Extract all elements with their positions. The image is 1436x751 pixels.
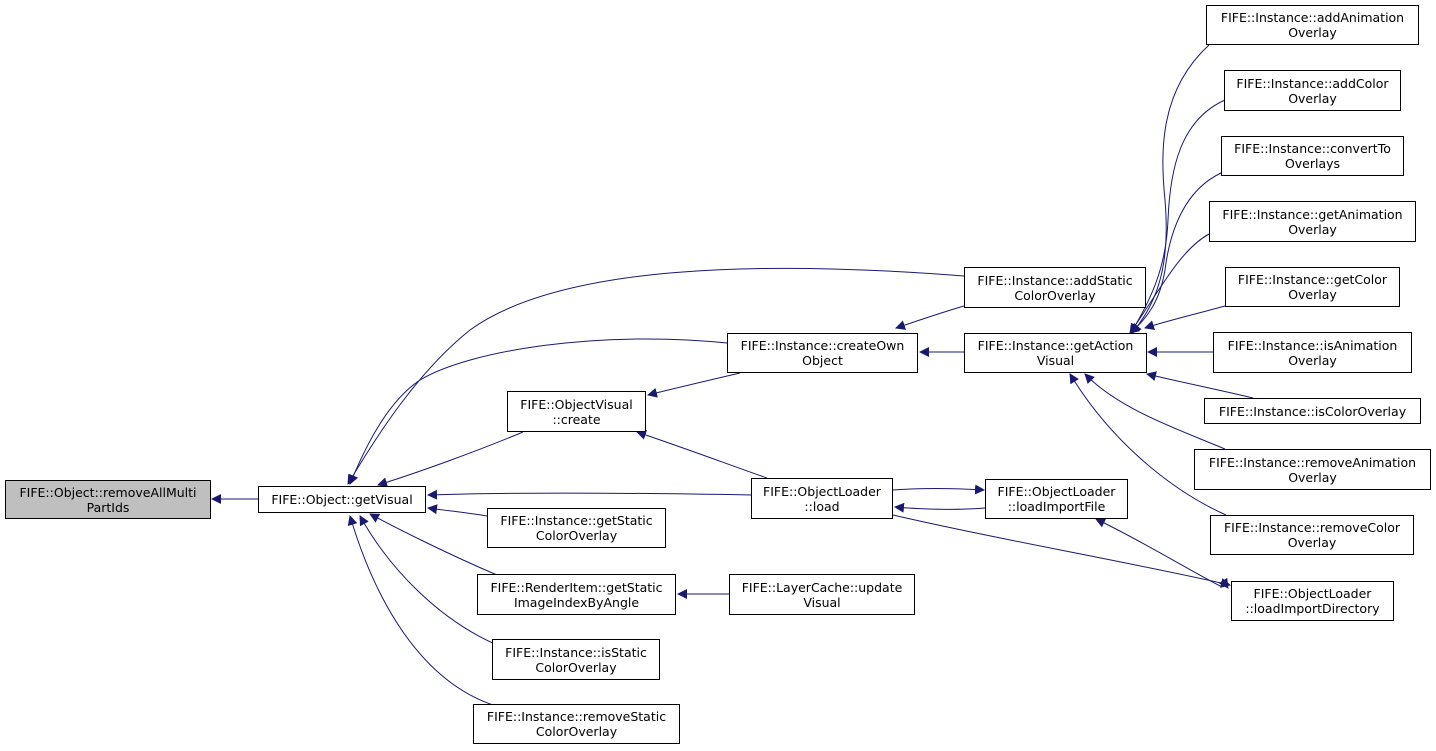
node-label-line1: FIFE::Object::getVisual: [271, 492, 413, 507]
edge-addColorOverlay-to-getActionVisual: [1130, 99, 1226, 334]
edge-getStaticColorOverlay-to-getVisual: [427, 504, 488, 517]
node-label-line2: PartIds: [86, 499, 130, 515]
node-create-own-object[interactable]: FIFE::Instance::createOwn Object: [727, 333, 918, 373]
node-label-line2: Object: [802, 353, 843, 368]
node-label-line2: Overlays: [1284, 156, 1341, 171]
node-label-line1: FIFE::Instance::getAction: [977, 338, 1134, 353]
node-label-line2: ColorOverlay: [1014, 287, 1096, 303]
edge-olLoad-to-getVisual: [427, 489, 752, 500]
node-label-line1: FIFE::Instance::removeAnimation: [1208, 454, 1417, 470]
node-label-line1: FIFE::ObjectLoader: [763, 483, 881, 499]
edge-createOwnObject-to-getVisual: [348, 338, 728, 485]
node-label-line1: FIFE::Instance::isColorOverlay: [1218, 403, 1407, 419]
edge-addStaticColorOverlay-to-createOwnObject: [895, 305, 965, 330]
node-add-animation-overlay[interactable]: FIFE::Instance::addAnimation Overlay: [1206, 5, 1419, 45]
node-label-line1: FIFE::Instance::createOwn: [740, 338, 905, 353]
node-render-item-get-static-image-index[interactable]: FIFE::RenderItem::getStatic ImageIndexBy…: [477, 574, 676, 615]
node-is-animation-overlay[interactable]: FIFE::Instance::isAnimation Overlay: [1213, 332, 1412, 373]
edge-renderItem-to-getVisual: [369, 513, 498, 576]
node-label-line1: FIFE::Instance::removeColor: [1223, 520, 1401, 535]
edge-loadImportDirectory-to-loadImportFile: [1095, 518, 1223, 588]
node-label-line2: ColorOverlay: [535, 659, 617, 675]
node-label-line2: Overlay: [1288, 352, 1337, 368]
node-label-line1: FIFE::Instance::isStatic: [505, 644, 647, 660]
node-convert-to-overlays[interactable]: FIFE::Instance::convertTo Overlays: [1221, 136, 1404, 176]
node-remove-static-color-overlay[interactable]: FIFE::Instance::removeStatic ColorOverla…: [473, 704, 680, 744]
node-object-loader-load[interactable]: FIFE::ObjectLoader ::load: [751, 478, 893, 519]
node-label-line1: FIFE::Instance::getStatic: [500, 513, 653, 528]
node-label-line1: FIFE::Object::removeAllMulti: [19, 484, 197, 500]
node-add-color-overlay[interactable]: FIFE::Instance::addColor Overlay: [1224, 70, 1401, 111]
node-label-line1: FIFE::RenderItem::getStatic: [490, 579, 663, 595]
node-get-visual[interactable]: FIFE::Object::getVisual: [258, 486, 426, 513]
node-label-line1: FIFE::Instance::isAnimation: [1227, 337, 1398, 353]
node-label-line2: ::create: [552, 411, 601, 427]
node-label-line1: FIFE::Instance::removeStatic: [486, 709, 667, 724]
node-label-line2: ::load: [804, 498, 840, 514]
edge-addStaticColorOverlay-to-getVisual: [347, 267, 965, 485]
edge-loadImportFile-to-olLoad: [894, 502, 986, 513]
node-label-line1: FIFE::Instance::addStatic: [977, 272, 1133, 288]
node-label-line2: ColorOverlay: [535, 724, 618, 739]
node-label-line1: FIFE::ObjectVisual: [520, 396, 633, 412]
edge-removeColorOverlay-to-getActionVisual: [1069, 373, 1227, 516]
node-label-line2: ::loadImportDirectory: [1245, 601, 1380, 616]
edge-olLoad-to-loadImportFile: [892, 484, 985, 495]
node-label-line2: Overlay: [1287, 535, 1337, 550]
node-label-line2: ::loadImportFile: [1007, 499, 1106, 514]
edge-removeStaticColorOverlay-to-getVisual: [347, 515, 494, 706]
node-is-static-color-overlay[interactable]: FIFE::Instance::isStatic ColorOverlay: [492, 639, 660, 680]
edge-isStaticColorOverlay-to-getVisual: [359, 515, 498, 646]
node-load-import-directory[interactable]: FIFE::ObjectLoader ::loadImportDirectory: [1231, 581, 1394, 621]
node-label-line1: FIFE::ObjectLoader: [997, 484, 1116, 499]
node-label-line1: FIFE::Instance::getAnimation: [1222, 206, 1403, 222]
node-add-static-color-overlay[interactable]: FIFE::Instance::addStatic ColorOverlay: [964, 267, 1146, 308]
edge-isColorOverlay-to-getActionVisual: [1146, 371, 1254, 399]
node-is-color-overlay[interactable]: FIFE::Instance::isColorOverlay: [1204, 398, 1421, 424]
edge-createOwnObject-to-ovCreate: [647, 372, 741, 398]
node-remove-color-overlay[interactable]: FIFE::Instance::removeColor Overlay: [1210, 515, 1414, 555]
node-get-static-color-overlay[interactable]: FIFE::Instance::getStatic ColorOverlay: [487, 508, 666, 548]
node-label-line1: FIFE::Instance::getColor: [1237, 272, 1388, 287]
node-label-line2: Visual: [803, 594, 841, 610]
node-get-action-visual[interactable]: FIFE::Instance::getAction Visual: [964, 333, 1147, 373]
node-label-line1: FIFE::LayerCache::update: [741, 579, 903, 595]
node-label-line2: Overlay: [1288, 90, 1337, 106]
node-label-line1: FIFE::Instance::addAnimation: [1220, 10, 1405, 25]
edge-getAnimationOverlay-to-getActionVisual: [1129, 233, 1210, 334]
edge-olLoad-to-ovCreate: [636, 430, 768, 479]
node-get-color-overlay[interactable]: FIFE::Instance::getColor Overlay: [1225, 267, 1400, 307]
node-label-line2: Overlay: [1288, 221, 1337, 237]
edge-getColorOverlay-to-getActionVisual: [1144, 305, 1226, 331]
node-label-line2: ColorOverlay: [535, 528, 618, 543]
node-object-visual-create[interactable]: FIFE::ObjectVisual ::create: [507, 391, 646, 432]
node-label-line1: FIFE::Instance::addColor: [1236, 75, 1389, 91]
edge-olLoad-to-loadImportDirectory: [892, 514, 1231, 588]
node-label-line1: FIFE::ObjectLoader: [1253, 586, 1372, 601]
node-label-line2: Overlay: [1288, 287, 1337, 302]
node-load-import-file[interactable]: FIFE::ObjectLoader ::loadImportFile: [985, 479, 1128, 519]
node-label-line2: Overlay: [1288, 25, 1337, 40]
node-get-animation-overlay[interactable]: FIFE::Instance::getAnimation Overlay: [1209, 201, 1416, 242]
edge-ovCreate-to-getVisual: [377, 431, 524, 488]
edge-convertToOverlays-to-getActionVisual: [1129, 172, 1222, 334]
node-remove-animation-overlay[interactable]: FIFE::Instance::removeAnimation Overlay: [1194, 449, 1431, 490]
edge-loadImportDirectory-to-getActionVisual: [1218, 577, 1229, 589]
node-layer-cache-update-visual[interactable]: FIFE::LayerCache::update Visual: [729, 574, 915, 615]
node-label-line2: ImageIndexByAngle: [513, 594, 640, 610]
node-label-line2: Visual: [1036, 353, 1075, 368]
node-remove-all-multi-part-ids: FIFE::Object::removeAllMulti PartIds: [5, 480, 211, 519]
node-label-line1: FIFE::Instance::convertTo: [1234, 141, 1391, 156]
node-label-line2: Overlay: [1288, 469, 1337, 485]
edge-removeAnimationOverlay-to-getActionVisual: [1084, 373, 1226, 450]
